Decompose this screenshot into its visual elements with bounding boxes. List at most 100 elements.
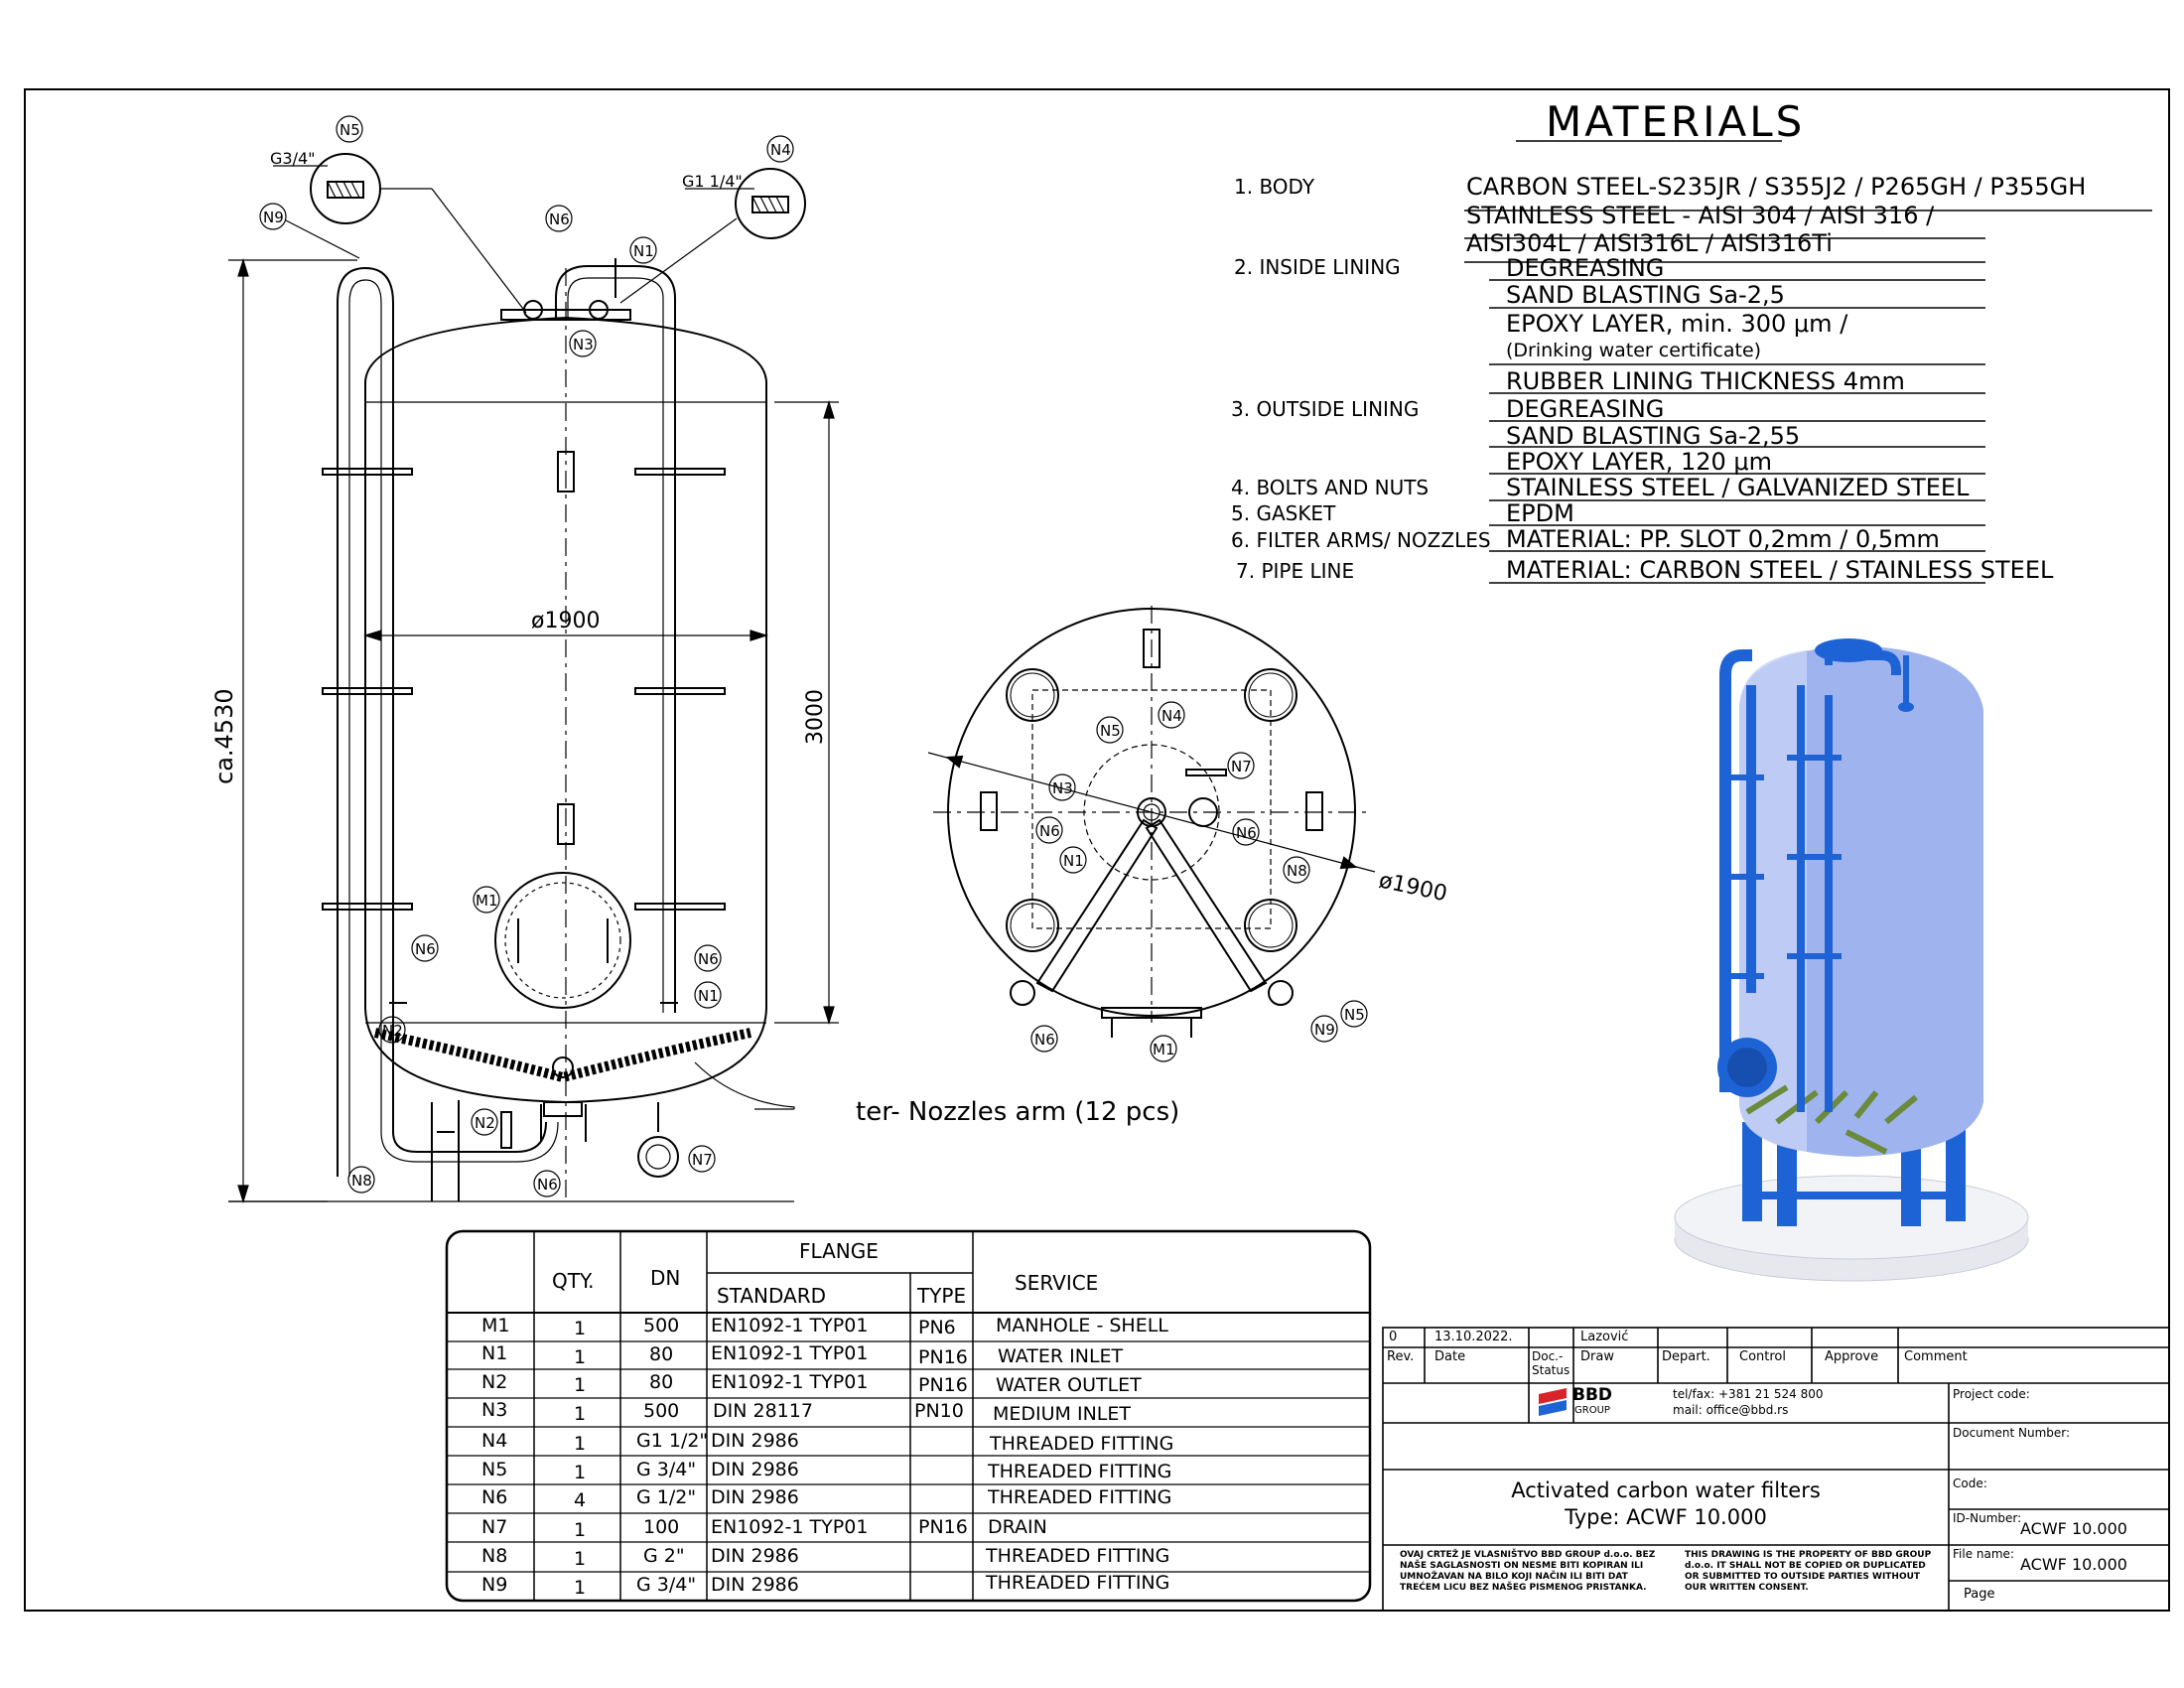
ownership-notice-sr: OVAJ CRTEŽ JE VLASNIŠTVO BBD GROUP d.o.o… [1400,1550,1656,1593]
tag-n6-top: N6 [545,205,573,232]
th-qty: QTY. [552,1269,595,1293]
cell-mark: N7 [481,1516,508,1538]
cell-type: PN16 [918,1516,968,1538]
document-number-label: Document Number: [1953,1426,2071,1440]
cell-service: DRAIN [988,1516,1047,1538]
svg-text:N2: N2 [382,1022,403,1040]
svg-text:N5: N5 [340,121,360,139]
inside-lining-label: 2. INSIDE LINING [1234,255,1401,279]
body-line-3: AISI304L / AISI316L / AISI316Ti [1466,229,1833,257]
approve-header: Approve [1825,1349,1879,1364]
cell-mark: N2 [481,1371,508,1393]
svg-text:N7: N7 [692,1151,713,1169]
detail-n4 [619,168,806,304]
cell-standard: DIN 2986 [711,1430,799,1452]
cell-mark: N5 [481,1459,508,1480]
svg-text:N9: N9 [1314,1021,1335,1039]
tag-n7-plan: N7 [1227,752,1255,779]
outside-lining-line-1: DEGREASING [1506,395,1665,423]
tag-n8-front: N8 [347,1166,375,1194]
cell-dn: G 3/4" [636,1574,697,1596]
cell-type: PN6 [918,1317,956,1338]
nozzle-arms [373,1028,752,1083]
svg-text:N5: N5 [1100,722,1121,740]
doc-status-header: Doc.- Status [1532,1349,1570,1377]
cell-dn: G 1/2" [636,1486,697,1508]
cell-standard: DIN 2986 [711,1545,799,1567]
cell-standard: DIN 2986 [711,1574,799,1596]
filter-value: MATERIAL: PP. SLOT 0,2mm / 0,5mm [1506,525,1940,553]
depart-header: Depart. [1662,1349,1710,1364]
th-service: SERVICE [1015,1271,1099,1295]
cell-dn: 100 [643,1516,680,1538]
bolts-label: 4. BOLTS AND NUTS [1231,476,1430,499]
svg-text:M1: M1 [1153,1041,1175,1058]
cell-mark: N6 [481,1486,508,1508]
tag-n6-left: N6 [411,934,439,962]
body-line-1: CARBON STEEL-S235JR / S355J2 / P265GH / … [1466,173,2087,201]
th-dn: DN [650,1266,681,1290]
pipe-left-outer [337,266,547,1177]
tag-n2-left: N2 [378,1016,406,1044]
tag-n9-front: N9 [259,203,287,230]
tag-n8-plan: N8 [1283,856,1310,884]
tag-n4-front: N4 [766,135,794,163]
svg-text:N1: N1 [698,987,719,1005]
vessel-3d-illustration [1674,638,2029,1282]
id-number-value: ACWF 10.000 [2020,1519,2127,1538]
ownership-notice-en: THIS DRAWING IS THE PROPERTY OF BBD GROU… [1685,1550,1932,1593]
tag-n9-plan: N9 [1310,1015,1338,1043]
pipe-left-inner [348,279,559,1177]
pipe-right-inner [567,277,664,1013]
cell-service: THREADED FITTING [988,1486,1172,1508]
bbd-logo-text: BBD [1572,1385,1613,1405]
filter-label: 6. FILTER ARMS/ NOZZLES [1231,528,1491,552]
cell-qty: 1 [574,1519,587,1541]
cell-type: PN16 [918,1346,968,1368]
nozzle-table-grid [445,1229,1372,1603]
cell-standard: DIN 2986 [711,1486,799,1508]
cell-service: WATER INLET [998,1345,1124,1367]
tag-m1-front: M1 [473,886,500,914]
cell-qty: 1 [574,1462,587,1483]
svg-text:N8: N8 [351,1172,372,1190]
svg-text:N1: N1 [633,242,654,260]
cell-dn: G 2" [643,1545,685,1567]
cell-mark: N3 [481,1399,508,1421]
cell-standard: EN1092-1 TYP01 [711,1315,869,1336]
svg-text:N7: N7 [1231,758,1252,775]
cell-dn: 80 [649,1343,674,1365]
bottom-outlet [540,1104,587,1142]
plan-tags: N5 N4 N7 N3 N6 N6 N1 N8 N5 N9 N6 M1 [1030,701,1368,1062]
tag-n5-front: N5 [336,115,363,143]
th-flange: FLANGE [799,1239,879,1263]
support-leg-left [431,1100,460,1201]
inside-lining-line-2: SAND BLASTING Sa-2,5 [1506,281,1785,309]
draw-header: Draw [1580,1349,1614,1364]
svg-text:N4: N4 [770,141,791,159]
dim-height-shell: 3000 [803,689,828,745]
svg-text:N6: N6 [549,211,570,228]
date-value: 13.10.2022. [1434,1330,1513,1344]
bbd-logo-mark [1539,1388,1567,1416]
front-tags: N5 N4 N9 N6 N1 N3 M1 N6 N6 N1 N2 N2 N7 N… [259,115,794,1197]
gasket-value: EPDM [1506,499,1574,527]
cell-qty: 1 [574,1403,587,1425]
dim-height-total: ca.4530 [210,688,238,784]
top-flange-n3 [500,309,631,321]
title-block-grid [1382,1327,2170,1612]
sheet-border [24,88,2170,1612]
file-name-label: File name: [1953,1547,2014,1561]
cell-service: MANHOLE - SHELL [996,1315,1168,1336]
cell-standard: DIN 2986 [711,1459,799,1480]
body-label: 1. BODY [1234,175,1315,199]
date-header: Date [1434,1349,1466,1364]
svg-text:N4: N4 [1161,707,1182,725]
tag-n1-right: N1 [694,981,722,1009]
cell-mark: M1 [481,1315,510,1336]
svg-text:N5: N5 [1344,1006,1365,1024]
mail: mail: office@bbd.rs [1673,1403,1789,1417]
materials-title: MATERIALS [1546,97,1806,146]
cell-service: WATER OUTLET [996,1374,1142,1396]
